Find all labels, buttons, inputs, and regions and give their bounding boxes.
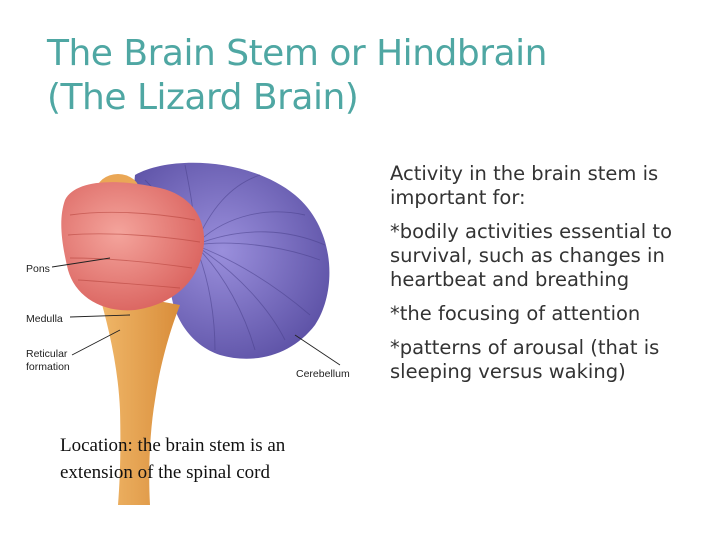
slide-title-line-2: (The Lizard Brain) [47, 77, 359, 118]
reticular-label-line-2: formation [26, 361, 70, 373]
bullet-arousal: *patterns of arousal (that is sleeping v… [390, 336, 660, 383]
cerebellum-label: Cerebellum [296, 368, 350, 380]
caption-line-1: Location: the brain stem is an [60, 435, 286, 456]
brain-stem-illustration: Pons Medulla Reticular formation Cerebel… [20, 150, 365, 505]
body-text: Activity in the brain stem is important … [390, 162, 710, 394]
figure-caption: Location: the brain stem is an extension… [60, 432, 360, 486]
slide-title-line-1: The Brain Stem or Hindbrain [47, 33, 547, 74]
bullet-bodily-activities: *bodily activities essential to survival… [390, 220, 672, 291]
medulla-stem-shape [98, 290, 180, 505]
bullet-attention: *the focusing of attention [390, 302, 641, 325]
slide-title: The Brain Stem or Hindbrain (The Lizard … [47, 32, 687, 120]
medulla-label: Medulla [26, 313, 63, 325]
pons-label: Pons [26, 263, 50, 275]
caption-line-2: extension of the spinal cord [60, 462, 271, 483]
brain-stem-drawing [51, 162, 341, 505]
paragraph-intro: Activity in the brain stem is important … [390, 162, 659, 209]
pons-shape [61, 182, 205, 311]
reticular-label-line-1: Reticular [26, 348, 68, 360]
